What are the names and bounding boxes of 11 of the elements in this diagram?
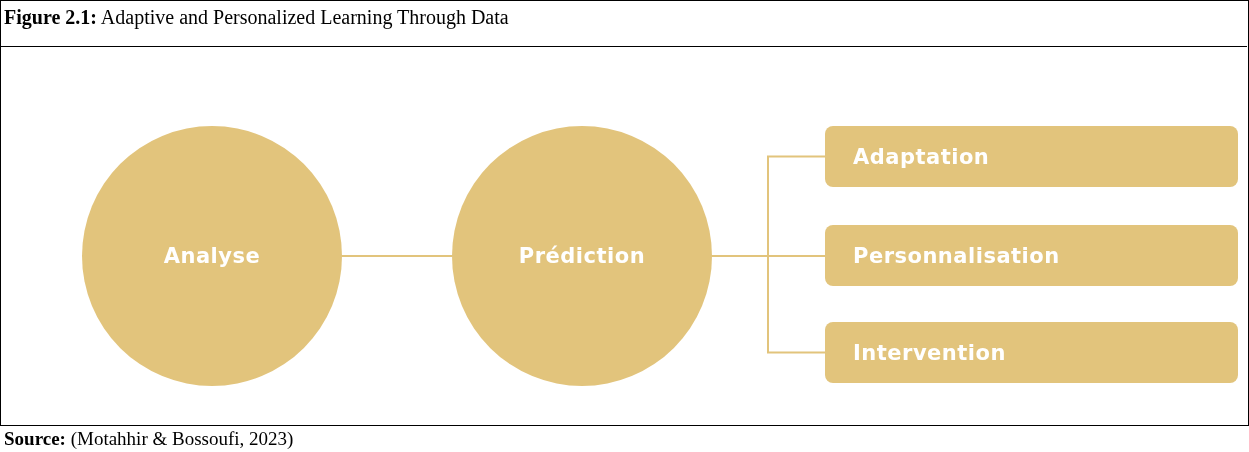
rounded-box <box>825 126 1238 187</box>
rounded-box <box>825 322 1238 383</box>
rounded-box <box>825 225 1238 286</box>
node-label: Intervention <box>853 340 1006 365</box>
node-label: Analyse <box>163 244 261 268</box>
node-label: Personnalisation <box>853 243 1060 268</box>
node-label: Prédiction <box>518 244 646 268</box>
source-caption: Source: (Motahhir & Bossoufi, 2023) <box>4 428 294 450</box>
connector-line <box>341 255 453 257</box>
figure-title: Figure 2.1: Adaptive and Personalized Learning Through Data <box>4 6 509 29</box>
node-label: Adaptation <box>853 144 990 169</box>
